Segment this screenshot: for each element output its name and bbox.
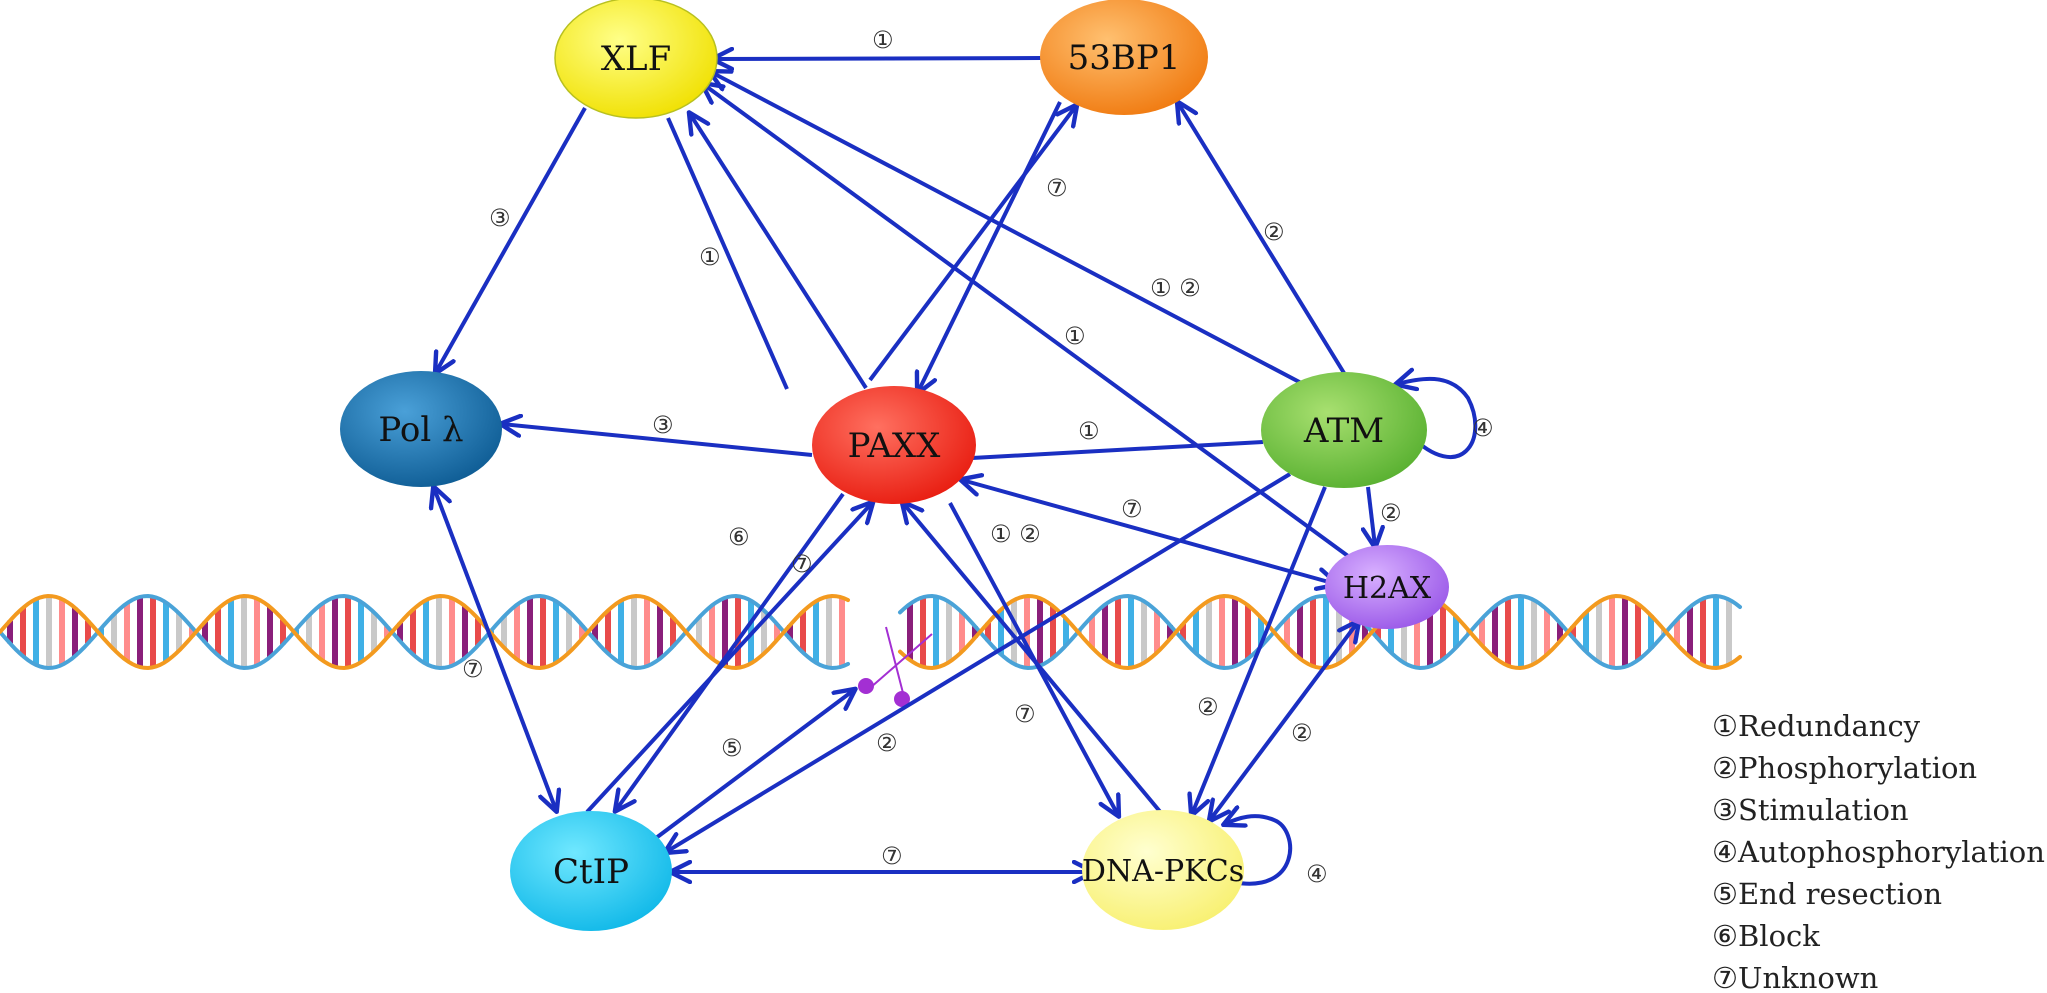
- label-paxx-dnapkcs: ① ②: [990, 520, 1041, 548]
- edge-atm-to-ctip: [666, 472, 1292, 852]
- label-53bp1-paxx: ⑦: [1046, 174, 1068, 202]
- node-53bp1-label: 53BP1: [1068, 38, 1181, 78]
- label-atm-dnapkcs: ②: [1197, 693, 1219, 721]
- node-53bp1[interactable]: 53BP1: [1040, 0, 1208, 115]
- legend-item: ③Stimulation: [1712, 793, 1909, 827]
- label-paxx-ctip: ⑥: [728, 523, 750, 551]
- dna-strand-orange-left: [0, 593, 850, 671]
- edge-dnapkcs-to-paxx: [903, 503, 1164, 816]
- edge-xlf-to-pol: [436, 107, 587, 372]
- legend-item: ②Phosphorylation: [1712, 751, 1977, 785]
- label-atm-self: ④: [1472, 414, 1494, 442]
- edge-atm-self: [1397, 379, 1478, 459]
- node-h2ax-label: H2AX: [1343, 571, 1432, 606]
- nodes: XLF 53BP1 Pol λ PAXX ATM H2AX CtIP DNA-: [340, 0, 1449, 931]
- edge-atm-to-paxx: [971, 440, 1264, 460]
- node-xlf[interactable]: XLF: [554, 0, 718, 119]
- label-atm-xlf: ① ②: [1150, 274, 1201, 302]
- edges: [434, 58, 1478, 886]
- edge-paxx-to-53bp1: [868, 106, 1076, 382]
- node-dna-pkcs-label: DNA-PKCs: [1082, 854, 1244, 889]
- label-atm-paxx: ①: [1078, 417, 1100, 445]
- edge-labels: ① ③ ① ⑦ ① ② ① ② ③ ① ④ ② ⑦ ⑥ ⑦ ① ② ⑦ ⑤ ② …: [462, 26, 1494, 888]
- legend-item: ⑥Block: [1712, 919, 1820, 953]
- label-atm-ctip: ②: [876, 729, 898, 757]
- edge-h2ax-to-xlf: [703, 84, 1350, 558]
- legend-item: ⑤End resection: [1712, 877, 1942, 911]
- label-dnapkcs-self: ④: [1306, 860, 1328, 888]
- edge-ctip-to-paxx: [585, 503, 872, 814]
- node-paxx[interactable]: PAXX: [812, 386, 976, 504]
- edge-dnapkcs-self: [1225, 816, 1293, 886]
- legend-item: ④Autophosphorylation: [1712, 835, 2045, 869]
- legend-item: ①Redundancy: [1712, 709, 1921, 743]
- node-dna-pkcs[interactable]: DNA-PKCs: [1082, 810, 1244, 930]
- node-ctip[interactable]: CtIP: [510, 811, 672, 931]
- label-atm-53bp1: ②: [1263, 218, 1285, 246]
- node-xlf-label: XLF: [601, 39, 671, 79]
- edge-paxx-to-xlf-b: [666, 117, 789, 390]
- edge-paxx-to-xlf-a: [690, 114, 868, 390]
- edge-atm-to-xlf: [711, 72, 1306, 387]
- label-paxx-xlf: ①: [699, 243, 721, 271]
- label-xlf-pol: ③: [489, 204, 511, 232]
- label-ctip-break: ⑤: [721, 734, 743, 762]
- node-paxx-label: PAXX: [848, 426, 942, 466]
- edge-h2ax-dnapkcs: [1210, 622, 1358, 820]
- edge-atm-to-h2ax: [1368, 486, 1375, 546]
- label-atm-h2ax: ②: [1380, 499, 1402, 527]
- edge-paxx-to-pol: [502, 424, 813, 457]
- label-ctip-paxx: ⑦: [791, 550, 813, 578]
- legend-item: ⑦Unknown: [1712, 961, 1878, 993]
- label-paxx-pol: ③: [652, 411, 674, 439]
- dna-strand-blue-left: [0, 593, 850, 671]
- edge-atm-to-53bp1: [1178, 103, 1346, 375]
- node-atm[interactable]: ATM: [1261, 372, 1427, 488]
- dna-break-mark: [858, 626, 933, 707]
- edge-h2ax-paxx: [962, 480, 1336, 584]
- edge-53bp1-to-xlf: [714, 58, 1043, 59]
- label-h2ax-dnapkcs: ②: [1291, 719, 1313, 747]
- label-h2ax-xlf: ①: [1064, 322, 1086, 350]
- edge-pol-ctip: [434, 488, 556, 810]
- edge-paxx-to-ctip: [616, 492, 845, 810]
- legend: ①Redundancy ②Phosphorylation ③Stimulatio…: [1712, 709, 2045, 993]
- label-xlf-53bp1: ①: [872, 26, 894, 54]
- label-paxx-dnapkcs-lower: ⑦: [1014, 700, 1036, 728]
- node-pol-lambda[interactable]: Pol λ: [340, 371, 502, 487]
- edge-53bp1-to-paxx: [918, 101, 1062, 392]
- label-pol-ctip: ⑦: [462, 655, 484, 683]
- node-pol-lambda-label: Pol λ: [378, 410, 463, 450]
- node-atm-label: ATM: [1303, 411, 1384, 451]
- node-ctip-label: CtIP: [553, 852, 629, 892]
- dna-helix: [0, 593, 1742, 671]
- node-h2ax[interactable]: H2AX: [1325, 545, 1449, 629]
- label-ctip-dnapkcs: ⑦: [881, 842, 903, 870]
- label-h2ax-paxx: ⑦: [1121, 495, 1143, 523]
- edge-ctip-to-break: [654, 690, 854, 840]
